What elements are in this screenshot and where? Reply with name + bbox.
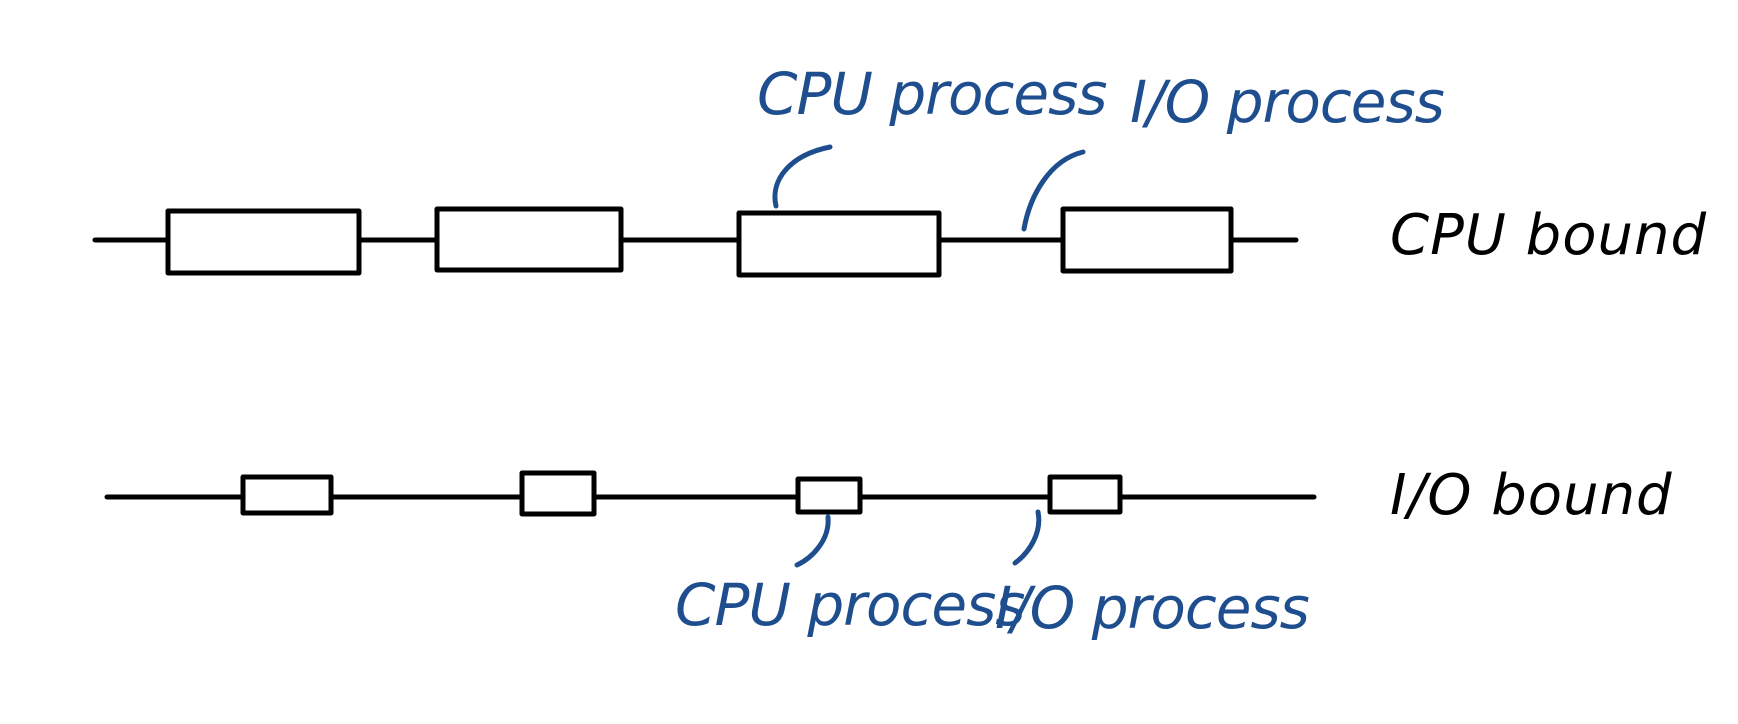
cpu-burst-box [165,208,362,276]
cpu-bound-row: CPU process I/O process CPU bound [92,60,1707,278]
cpu-process-leader-line [794,514,831,568]
cpu-process-callout: CPU process [675,571,1025,639]
cpu-burst-box [519,470,597,517]
cpu-process-callout: CPU process [757,60,1107,128]
io-process-leader-line [1012,509,1042,566]
cpu-burst-box [240,474,334,516]
cpu-burst-box [736,210,942,278]
io-process-callout: I/O process [1130,68,1444,136]
io-process-callout: I/O process [995,574,1309,642]
cpu-burst-box [1047,474,1123,515]
io-process-leader-line [1021,149,1086,232]
io-bound-label: I/O bound [1390,463,1673,528]
io-bound-row: CPU process I/O process I/O bound [104,463,1673,642]
cpu-bound-label: CPU bound [1390,203,1707,268]
cpu-burst-box [434,206,624,273]
cpu-burst-box [1060,206,1234,274]
cpu-burst-box [795,476,863,515]
cpu-process-leader-line [772,144,833,209]
